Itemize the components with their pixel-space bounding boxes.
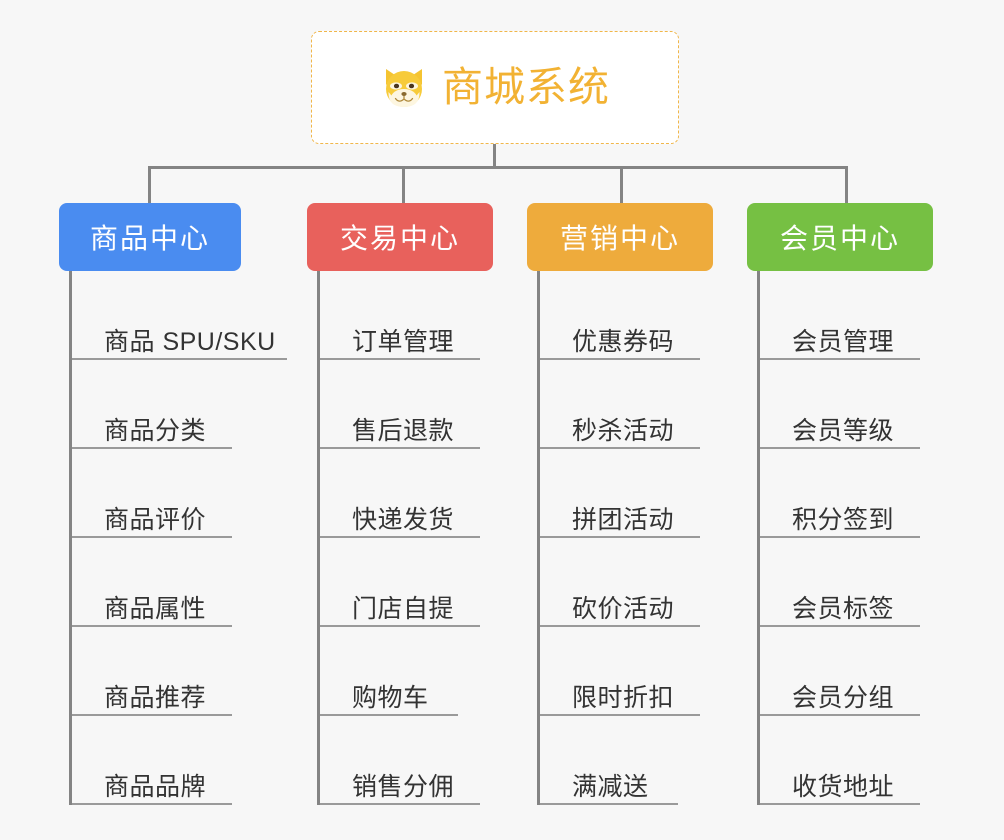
shiba-dog-icon bbox=[386, 68, 422, 107]
leaf-item[interactable]: 会员分组 bbox=[760, 627, 962, 716]
leaf-item[interactable]: 会员管理 bbox=[760, 271, 962, 360]
leaf-underline bbox=[760, 625, 920, 627]
leaf-label: 购物车 bbox=[352, 683, 429, 712]
leaf-item[interactable]: 商品属性 bbox=[72, 538, 289, 627]
leaf-underline bbox=[320, 447, 480, 449]
leaf-list-trade: 订单管理 售后退款 快递发货 门店自提 购物车 销售分佣 bbox=[317, 271, 522, 805]
category-header-label: 商品中心 bbox=[89, 223, 210, 254]
connector-drop-4 bbox=[845, 166, 848, 206]
category-header-label: 交易中心 bbox=[339, 223, 460, 254]
leaf-label: 商品推荐 bbox=[104, 683, 207, 712]
leaf-underline bbox=[540, 625, 700, 627]
leaf-item[interactable]: 购物车 bbox=[320, 627, 522, 716]
leaf-underline bbox=[760, 803, 920, 805]
leaf-label: 商品评价 bbox=[104, 505, 207, 534]
category-header-member[interactable]: 会员中心 bbox=[747, 203, 933, 271]
leaf-underline bbox=[72, 447, 232, 449]
leaf-label: 砍价活动 bbox=[572, 594, 675, 623]
category-header-marketing[interactable]: 营销中心 bbox=[527, 203, 713, 271]
leaf-item[interactable]: 商品 SPU/SKU bbox=[72, 271, 289, 360]
category-header-trade[interactable]: 交易中心 bbox=[307, 203, 493, 271]
connector-root-stem bbox=[493, 144, 496, 168]
leaf-label: 会员等级 bbox=[792, 416, 895, 445]
leaf-item[interactable]: 商品分类 bbox=[72, 360, 289, 449]
leaf-label: 会员标签 bbox=[792, 594, 895, 623]
leaf-underline bbox=[540, 447, 700, 449]
leaf-label: 商品属性 bbox=[104, 594, 207, 623]
leaf-underline bbox=[72, 803, 232, 805]
category-header-label: 会员中心 bbox=[779, 223, 900, 254]
leaf-list-member: 会员管理 会员等级 积分签到 会员标签 会员分组 收货地址 bbox=[757, 271, 962, 805]
leaf-item[interactable]: 商品评价 bbox=[72, 449, 289, 538]
leaf-item[interactable]: 秒杀活动 bbox=[540, 360, 742, 449]
leaf-item[interactable]: 订单管理 bbox=[320, 271, 522, 360]
leaf-label: 商品分类 bbox=[104, 416, 207, 445]
category-column-member: 会员中心 会员管理 会员等级 积分签到 会员标签 会员分组 bbox=[747, 203, 962, 805]
connector-horizontal-bus bbox=[148, 166, 848, 169]
category-header-label: 营销中心 bbox=[559, 223, 680, 254]
leaf-item[interactable]: 拼团活动 bbox=[540, 449, 742, 538]
leaf-underline bbox=[320, 714, 458, 716]
leaf-label: 会员分组 bbox=[792, 683, 895, 712]
leaf-item[interactable]: 积分签到 bbox=[760, 449, 962, 538]
leaf-label: 限时折扣 bbox=[572, 683, 675, 712]
leaf-item[interactable]: 会员标签 bbox=[760, 538, 962, 627]
leaf-underline bbox=[540, 536, 700, 538]
leaf-item[interactable]: 砍价活动 bbox=[540, 538, 742, 627]
connector-drop-3 bbox=[620, 166, 623, 206]
leaf-label: 快递发货 bbox=[352, 505, 455, 534]
category-column-product: 商品中心 商品 SPU/SKU 商品分类 商品评价 商品属性 商品推荐 bbox=[59, 203, 289, 805]
leaf-item[interactable]: 商品推荐 bbox=[72, 627, 289, 716]
root-node-title: 商城系统 bbox=[442, 64, 610, 110]
leaf-item[interactable]: 商品品牌 bbox=[72, 716, 289, 805]
leaf-item[interactable]: 收货地址 bbox=[760, 716, 962, 805]
category-column-trade: 交易中心 订单管理 售后退款 快递发货 门店自提 购物车 bbox=[307, 203, 522, 805]
leaf-underline bbox=[72, 625, 232, 627]
leaf-label: 拼团活动 bbox=[572, 505, 675, 534]
leaf-underline bbox=[72, 358, 287, 360]
leaf-underline bbox=[320, 358, 480, 360]
leaf-item[interactable]: 售后退款 bbox=[320, 360, 522, 449]
leaf-item[interactable]: 会员等级 bbox=[760, 360, 962, 449]
leaf-underline bbox=[540, 714, 700, 716]
leaf-label: 秒杀活动 bbox=[572, 416, 675, 445]
leaf-underline bbox=[320, 536, 480, 538]
leaf-label: 收货地址 bbox=[792, 772, 895, 801]
leaf-underline bbox=[72, 714, 232, 716]
leaf-label: 销售分佣 bbox=[352, 772, 455, 801]
leaf-underline bbox=[760, 714, 920, 716]
leaf-underline bbox=[320, 625, 480, 627]
leaf-label: 积分签到 bbox=[792, 505, 895, 534]
leaf-item[interactable]: 销售分佣 bbox=[320, 716, 522, 805]
category-column-marketing: 营销中心 优惠券码 秒杀活动 拼团活动 砍价活动 限时折扣 bbox=[527, 203, 742, 805]
leaf-underline bbox=[760, 358, 920, 360]
leaf-item[interactable]: 满减送 bbox=[540, 716, 742, 805]
leaf-list-product: 商品 SPU/SKU 商品分类 商品评价 商品属性 商品推荐 商品品牌 bbox=[69, 271, 289, 805]
leaf-list-marketing: 优惠券码 秒杀活动 拼团活动 砍价活动 限时折扣 满减送 bbox=[537, 271, 742, 805]
leaf-underline bbox=[760, 536, 920, 538]
leaf-underline bbox=[320, 803, 480, 805]
leaf-item[interactable]: 优惠券码 bbox=[540, 271, 742, 360]
leaf-label: 订单管理 bbox=[352, 327, 455, 356]
leaf-label: 商品品牌 bbox=[104, 772, 207, 801]
leaf-label: 商品 SPU/SKU bbox=[104, 327, 276, 356]
connector-drop-1 bbox=[148, 166, 151, 206]
leaf-underline bbox=[760, 447, 920, 449]
root-node-mall-system[interactable]: 商城系统 bbox=[311, 31, 679, 144]
category-header-product[interactable]: 商品中心 bbox=[59, 203, 241, 271]
leaf-underline bbox=[540, 358, 700, 360]
leaf-item[interactable]: 门店自提 bbox=[320, 538, 522, 627]
leaf-label: 满减送 bbox=[572, 772, 649, 801]
leaf-underline bbox=[540, 803, 678, 805]
leaf-label: 售后退款 bbox=[352, 416, 455, 445]
leaf-label: 优惠券码 bbox=[572, 327, 675, 356]
leaf-item[interactable]: 限时折扣 bbox=[540, 627, 742, 716]
connector-drop-2 bbox=[402, 166, 405, 206]
leaf-label: 门店自提 bbox=[352, 594, 455, 623]
leaf-underline bbox=[72, 536, 232, 538]
leaf-item[interactable]: 快递发货 bbox=[320, 449, 522, 538]
leaf-label: 会员管理 bbox=[792, 327, 895, 356]
